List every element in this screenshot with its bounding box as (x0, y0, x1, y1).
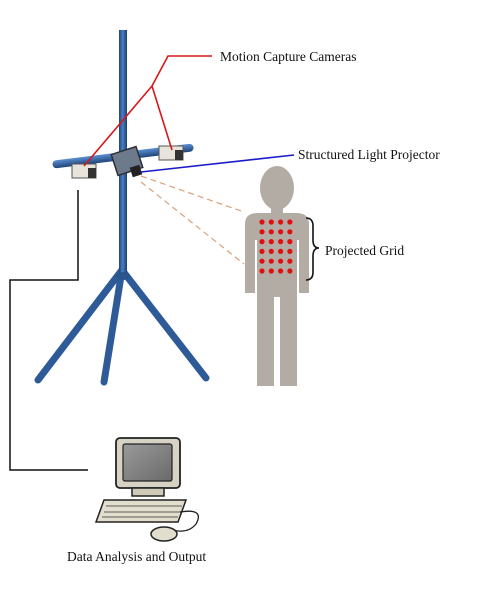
cameras-leader-lines (83, 55, 212, 167)
grid-dot (278, 219, 284, 225)
camera-icon (158, 145, 184, 161)
projected-grid-dots (259, 219, 293, 274)
grid-dot (287, 268, 293, 274)
grid-dot (268, 219, 274, 225)
grid-dot (287, 258, 293, 264)
projector-icon (110, 145, 144, 178)
projector-leader-line (140, 154, 295, 173)
grid-brace (305, 217, 320, 281)
tripod-stand (34, 30, 210, 386)
computer-label: Data Analysis and Output (67, 549, 206, 564)
grid-dot (268, 229, 274, 235)
grid-dot (278, 229, 284, 235)
grid-dot (259, 258, 265, 264)
grid-dot (287, 239, 293, 245)
grid-dot (259, 219, 265, 225)
computer-icon (94, 437, 200, 542)
grid-label: Projected Grid (325, 243, 404, 258)
cameras-label: Motion Capture Cameras (220, 49, 356, 64)
grid-dot (259, 239, 265, 245)
data-cable (9, 190, 88, 471)
grid-dot (278, 258, 284, 264)
grid-dot (259, 229, 265, 235)
person-silhouette-icon (245, 166, 309, 386)
grid-dot (287, 219, 293, 225)
camera-icon (71, 163, 97, 179)
grid-dot (268, 248, 274, 254)
grid-dot (268, 268, 274, 274)
grid-dot (278, 248, 284, 254)
grid-dot (278, 239, 284, 245)
grid-dot (287, 248, 293, 254)
grid-dot (259, 248, 265, 254)
grid-dot (268, 239, 274, 245)
grid-dot (268, 258, 274, 264)
projector-label: Structured Light Projector (298, 147, 440, 162)
grid-dot (278, 268, 284, 274)
projector-beams (140, 175, 245, 265)
grid-dot (287, 229, 293, 235)
grid-dot (259, 268, 265, 274)
